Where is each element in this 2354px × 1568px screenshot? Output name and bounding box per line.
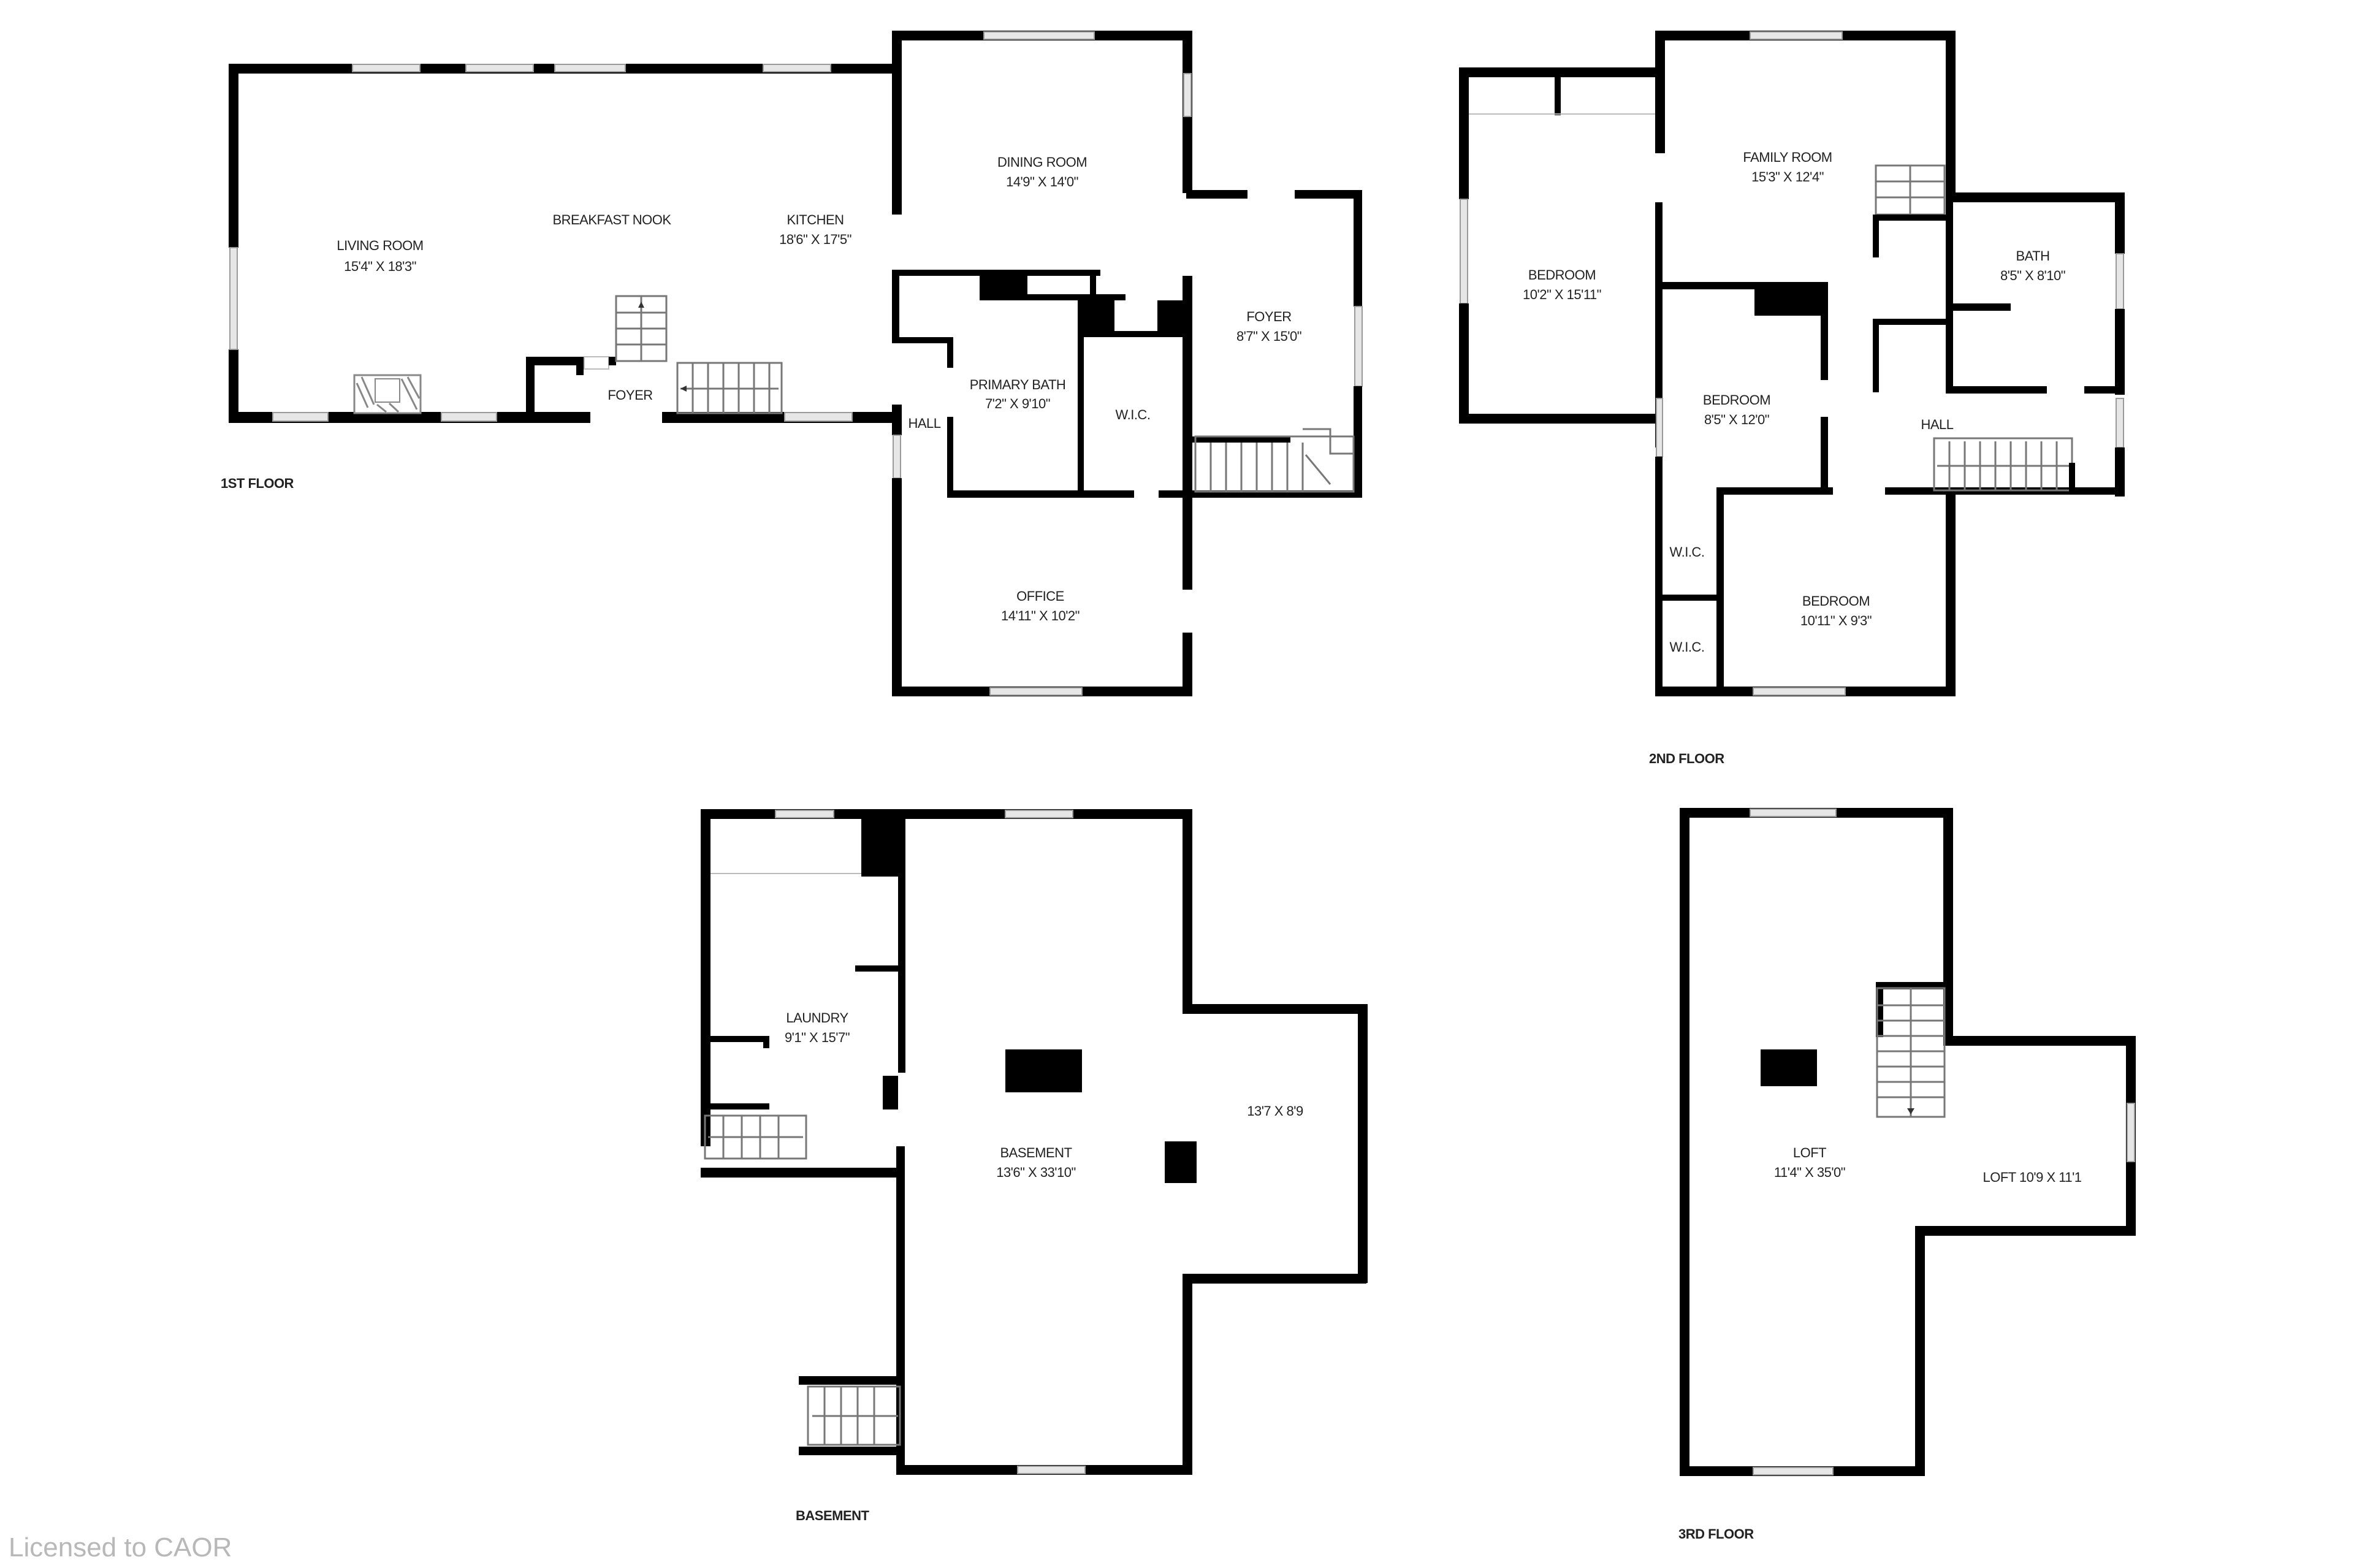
room-dims-basement-side: 13'7 X 8'9: [1247, 1103, 1303, 1119]
room-label-breakfast-nook: BREAKFAST NOOK: [552, 212, 671, 227]
room-label-bath: BATH: [2016, 248, 2049, 264]
room-dims-kitchen: 18'6" X 17'5": [779, 232, 851, 247]
room-dims-bedroom-1: 10'2" X 15'11": [1523, 287, 1601, 302]
floor-label-third: 3RD FLOOR: [1678, 1526, 1754, 1542]
stairs-basement-entry: [807, 1385, 901, 1446]
structural-column: [1165, 1141, 1197, 1183]
window: [775, 810, 834, 818]
room-label-basement: BASEMENT: [1000, 1145, 1072, 1160]
window: [983, 31, 1095, 40]
room-label-kitchen: KITCHEN: [787, 212, 844, 227]
room-dims-family-room: 15'3" X 12'4": [1751, 169, 1824, 185]
room-label-wic: W.I.C.: [1116, 407, 1151, 422]
window: [465, 64, 534, 72]
window: [1656, 398, 1663, 457]
room-label-bedroom-3: BEDROOM: [1802, 593, 1870, 609]
window: [1460, 199, 1468, 304]
room-dims-primary-bath: 7'2" X 9'10": [985, 396, 1050, 411]
room-label-primary-bath: PRIMARY BATH: [970, 377, 1066, 392]
window: [2116, 398, 2124, 448]
window: [893, 435, 901, 479]
room-label-office: OFFICE: [1016, 588, 1064, 604]
room-label-loft: LOFT: [1793, 1145, 1826, 1160]
room-dims-bedroom-2: 8'5" X 12'0": [1704, 412, 1769, 427]
window: [989, 687, 1083, 696]
room-label-living-room: LIVING ROOM: [337, 238, 423, 253]
fireplace-icon: [353, 374, 422, 414]
room-label-laundry: LAUNDRY: [786, 1010, 848, 1026]
window: [1183, 73, 1192, 117]
window: [2127, 1103, 2135, 1162]
stairs-foyer: [1194, 428, 1355, 493]
window: [554, 64, 626, 72]
room-dims-basement: 13'6" X 33'10": [996, 1165, 1076, 1180]
window: [1750, 809, 1837, 817]
window: [1753, 1467, 1834, 1475]
window: [352, 64, 421, 72]
room-dims-loft: 11'4" X 35'0": [1774, 1165, 1845, 1180]
window: [2116, 253, 2124, 310]
room-label-dining-room: DINING ROOM: [997, 154, 1087, 170]
room-dims-foyer: 8'7" X 15'0": [1236, 329, 1301, 344]
window: [784, 412, 853, 422]
window: [1005, 810, 1073, 818]
structural-column: [1761, 1049, 1817, 1086]
room-label-bedroom-1: BEDROOM: [1528, 267, 1596, 283]
window: [272, 412, 329, 422]
window: [1750, 31, 1843, 40]
stairs-hall: [1933, 437, 2073, 492]
structural-column: [1005, 1049, 1082, 1092]
license-watermark: Licensed to CAOR: [9, 1532, 232, 1562]
second-floor-plan: BEDROOM 10'2" X 15'11" FAMILY ROOM 15'3"…: [1459, 31, 2125, 766]
room-dims-bedroom-3: 10'11" X 9'3": [1800, 613, 1872, 628]
room-label-hall: HALL: [908, 416, 940, 431]
stairs-loft: [1876, 987, 1946, 1118]
stairs-up: [615, 295, 668, 362]
room-dims-laundry: 9'1" X 15'7": [785, 1030, 850, 1045]
basement-plan: LAUNDRY 9'1" X 15'7" BASEMENT 13'6" X 33…: [701, 809, 1368, 1523]
room-label-foyer: FOYER: [1246, 309, 1291, 324]
third-floor-plan: LOFT 11'4" X 35'0" LOFT 10'9 X 11'1 3RD …: [1678, 808, 2136, 1542]
window: [1017, 1466, 1086, 1474]
room-label-wic-2: W.I.C.: [1670, 639, 1705, 655]
stairs-laundry: [704, 1114, 807, 1160]
floor-label-first: 1ST FLOOR: [221, 476, 294, 491]
window: [763, 64, 831, 72]
room-label-hall-2: HALL: [1921, 417, 1953, 432]
window: [1354, 306, 1363, 387]
window: [229, 247, 238, 350]
floor-label-basement: BASEMENT: [796, 1508, 870, 1523]
window: [1753, 687, 1846, 696]
room-label-family-room: FAMILY ROOM: [1743, 150, 1832, 165]
room-dims-office: 14'11" X 10'2": [1001, 608, 1080, 623]
room-dims-dining-room: 14'9" X 14'0": [1006, 174, 1078, 189]
room-dims-living-room: 15'4" X 18'3": [344, 259, 416, 274]
stairs-down: [676, 362, 783, 414]
floor-label-second: 2ND FLOOR: [1649, 751, 1724, 766]
room-label-bedroom-2: BEDROOM: [1703, 392, 1770, 408]
stairs-family-room: [1875, 164, 1946, 216]
first-floor-plan: LIVING ROOM 15'4" X 18'3" BREAKFAST NOOK…: [221, 31, 1363, 696]
room-label-loft-2: LOFT 10'9 X 11'1: [1983, 1170, 2081, 1185]
room-dims-bath: 8'5" X 8'10": [2000, 268, 2065, 283]
room-label-wic-1: W.I.C.: [1670, 544, 1705, 560]
room-label-foyer-small: FOYER: [608, 387, 652, 403]
window: [441, 412, 497, 422]
